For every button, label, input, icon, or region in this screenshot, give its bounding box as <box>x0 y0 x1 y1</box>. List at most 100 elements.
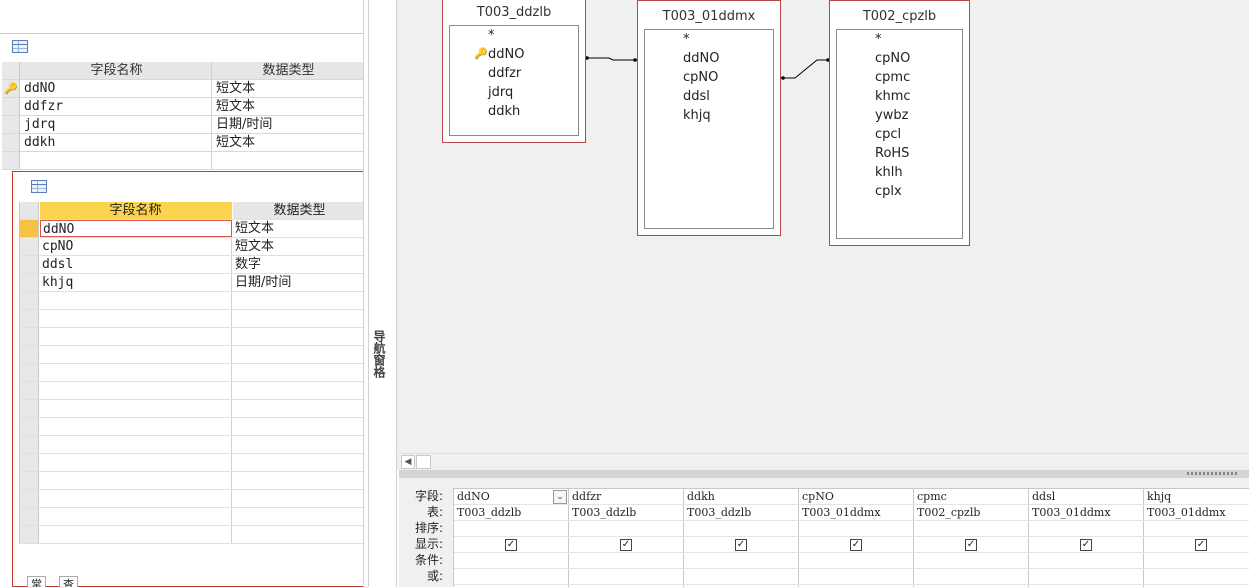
field-list-t003-ddzlb[interactable]: T003_ddzlb * 🔑 ddNO ddfzr jdrq ddkh <box>442 0 586 143</box>
field-name-cell[interactable] <box>40 526 232 543</box>
qbe-or-cell[interactable] <box>569 569 684 585</box>
qbe-or-cell[interactable] <box>454 569 569 585</box>
row-selector[interactable] <box>20 382 39 399</box>
qbe-criteria-cell[interactable] <box>684 553 799 569</box>
qbe-or-cell[interactable] <box>1029 569 1144 585</box>
data-type-cell[interactable]: 短文本 <box>235 239 275 254</box>
row-selector[interactable] <box>20 418 39 435</box>
data-type-cell[interactable] <box>233 472 366 489</box>
splitter-grip-icon[interactable] <box>1187 472 1239 475</box>
field-name-cell[interactable] <box>40 310 232 327</box>
pane-splitter[interactable] <box>399 470 1249 478</box>
qbe-criteria-cell[interactable] <box>1029 553 1144 569</box>
field-item[interactable]: RoHS <box>875 146 910 161</box>
table-row-empty[interactable] <box>20 418 366 436</box>
qbe-table-cell[interactable]: T003_ddzlb <box>684 505 799 521</box>
table-row-empty[interactable] <box>20 436 366 454</box>
field-list-t002-cpzlb[interactable]: T002_cpzlb * cpNO cpmc khmc ywbz cpcl Ro… <box>829 0 970 246</box>
qbe-criteria-cell[interactable] <box>1144 553 1249 569</box>
field-name-cell[interactable] <box>40 400 232 417</box>
field-item[interactable]: khlh <box>875 165 903 180</box>
field-item[interactable]: ywbz <box>875 108 909 123</box>
qbe-table-cell[interactable]: T003_ddzlb <box>454 505 569 521</box>
field-item[interactable]: khmc <box>875 89 911 104</box>
table-row[interactable]: jdrq 日期/时间 <box>2 116 363 134</box>
table-row-empty[interactable] <box>20 508 366 526</box>
show-checkbox[interactable]: ✓ <box>965 539 977 551</box>
row-selector[interactable] <box>20 220 39 237</box>
scroll-left-icon[interactable]: ◀ <box>401 455 415 469</box>
row-selector[interactable] <box>20 454 39 471</box>
row-selector[interactable] <box>20 292 39 309</box>
qbe-sort-cell[interactable] <box>799 521 914 537</box>
data-type-cell[interactable] <box>233 328 366 345</box>
row-selector[interactable] <box>20 364 39 381</box>
tab-lookup[interactable]: 查阅 <box>59 576 78 587</box>
field-list-t003-01ddmx[interactable]: T003_01ddmx * ddNO cpNO ddsl khjq <box>637 0 781 236</box>
field-name-cell[interactable] <box>40 364 232 381</box>
field-name-cell[interactable]: cpNO <box>40 238 232 255</box>
table-row[interactable]: ddsl 数字 <box>20 256 366 274</box>
field-name-cell[interactable] <box>40 454 232 471</box>
show-checkbox[interactable]: ✓ <box>850 539 862 551</box>
qbe-table-cell[interactable]: T003_01ddmx <box>1029 505 1144 521</box>
field-list-title[interactable]: T003_ddzlb <box>476 5 552 20</box>
field-name-cell[interactable] <box>40 490 232 507</box>
row-selector[interactable] <box>2 134 20 151</box>
row-selector[interactable] <box>2 98 20 115</box>
qbe-field-cell[interactable]: khjq <box>1144 489 1249 505</box>
field-name-cell[interactable] <box>40 436 232 453</box>
show-checkbox[interactable]: ✓ <box>620 539 632 551</box>
field-item[interactable]: ddfzr <box>488 66 522 81</box>
qbe-field-cell[interactable]: ddNO⌄ <box>454 489 569 505</box>
qbe-or-cell[interactable] <box>914 569 1029 585</box>
table-row-empty[interactable] <box>20 346 366 364</box>
data-type-cell[interactable] <box>214 152 363 169</box>
chevron-down-icon[interactable]: ⌄ <box>553 490 567 504</box>
data-type-cell[interactable] <box>233 508 366 525</box>
field-item[interactable]: ddsl <box>683 89 710 104</box>
data-type-cell[interactable]: 短文本 <box>235 221 275 236</box>
field-name-cell[interactable]: ddNO <box>22 80 212 97</box>
qbe-table-cell[interactable]: T002_cpzlb <box>914 505 1029 521</box>
show-checkbox[interactable]: ✓ <box>505 539 517 551</box>
field-item[interactable]: cplx <box>875 184 902 199</box>
row-selector[interactable] <box>20 274 39 291</box>
field-name-cell[interactable] <box>40 292 232 309</box>
field-list-title[interactable]: T003_01ddmx <box>662 9 756 24</box>
qbe-field-cell[interactable]: ddsl <box>1029 489 1144 505</box>
row-selector[interactable] <box>20 310 39 327</box>
field-item[interactable]: * <box>683 32 690 47</box>
row-selector[interactable] <box>2 116 20 133</box>
data-type-cell[interactable] <box>233 526 366 543</box>
table-row-empty[interactable] <box>20 292 366 310</box>
table-row-empty[interactable] <box>20 382 366 400</box>
field-name-cell[interactable]: ddsl <box>40 256 232 273</box>
qbe-or-cell[interactable] <box>1144 569 1249 585</box>
qbe-or-cell[interactable] <box>684 569 799 585</box>
row-selector[interactable] <box>20 256 39 273</box>
field-name-cell[interactable] <box>22 152 212 169</box>
table-row-empty[interactable] <box>20 364 366 382</box>
table-row-empty[interactable] <box>20 472 366 490</box>
show-checkbox[interactable]: ✓ <box>1195 539 1207 551</box>
field-item[interactable]: cpcl <box>875 127 902 142</box>
qbe-sort-cell[interactable] <box>684 521 799 537</box>
table-row-empty[interactable] <box>20 328 366 346</box>
show-checkbox[interactable]: ✓ <box>1080 539 1092 551</box>
select-all-corner[interactable] <box>20 202 39 219</box>
table-row-empty[interactable] <box>20 400 366 418</box>
row-selector[interactable] <box>20 436 39 453</box>
field-item[interactable]: cpmc <box>875 70 911 85</box>
field-item[interactable]: jdrq <box>488 85 514 100</box>
data-type-cell[interactable] <box>233 364 366 381</box>
row-selector[interactable] <box>20 526 39 543</box>
qbe-field-cell[interactable]: ddkh <box>684 489 799 505</box>
table-row[interactable]: cpNO 短文本 <box>20 238 366 256</box>
scroll-thumb[interactable] <box>416 455 431 469</box>
row-selector[interactable] <box>2 152 20 169</box>
data-type-cell[interactable]: 短文本 <box>216 99 256 114</box>
qbe-criteria-cell[interactable] <box>454 553 569 569</box>
table-row-empty[interactable] <box>20 526 366 544</box>
field-item[interactable]: cpNO <box>875 51 911 66</box>
